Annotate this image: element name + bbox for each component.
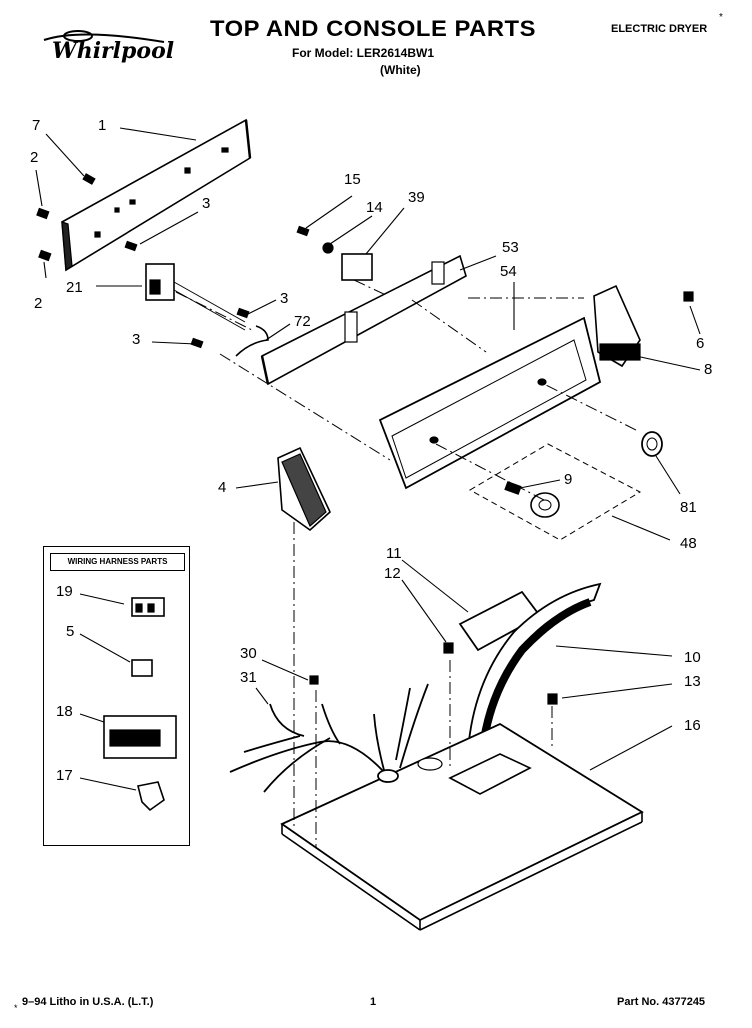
callout-13: 13 (684, 673, 701, 690)
knob-assembly-part (468, 443, 642, 541)
callout-arrows (35, 127, 701, 791)
callout-53: 53 (502, 239, 519, 256)
callout-16: 16 (684, 717, 701, 734)
end-cap-right-part (593, 284, 641, 368)
console-panel-part (378, 316, 602, 490)
callout-81: 81 (680, 499, 697, 516)
callout-39: 39 (408, 189, 425, 206)
wire-harness-part (229, 683, 429, 793)
wiring-harness-inset: WIRING HARNESS PARTS (43, 546, 190, 846)
callout-5: 5 (66, 623, 75, 640)
callout-2b: 2 (34, 295, 43, 312)
callout-3a: 3 (202, 195, 211, 212)
callout-72: 72 (294, 313, 311, 330)
model-line: For Model: LER2614BW1 (292, 46, 435, 60)
knob-part (641, 431, 663, 457)
color-line: (White) (380, 63, 421, 77)
callout-31: 31 (240, 669, 257, 686)
whirlpool-logo: Whirlpool (40, 26, 174, 70)
footer-mark: * (14, 1003, 18, 1013)
callout-17: 17 (56, 767, 73, 784)
callout-3b: 3 (280, 290, 289, 307)
page-number: 1 (370, 996, 377, 1008)
top-panel-part (280, 722, 644, 931)
callout-7: 7 (32, 117, 41, 134)
brand-name: Whirlpool (52, 38, 175, 64)
callout-15: 15 (344, 171, 361, 188)
switch-part (322, 242, 373, 281)
callout-11: 11 (386, 545, 402, 562)
inset-parts (103, 597, 177, 812)
timer-bracket-part (145, 263, 246, 331)
console-rail-part (260, 254, 467, 386)
page-title: TOP AND CONSOLE PARTS (210, 16, 536, 41)
rear-panel-part (61, 118, 252, 272)
product-type: ELECTRIC DRYER (611, 23, 708, 35)
callout-2a: 2 (30, 149, 39, 166)
callout-21: 21 (66, 279, 83, 296)
callout-10: 10 (684, 649, 701, 666)
callout-12: 12 (384, 565, 401, 582)
callout-14: 14 (366, 199, 383, 216)
callout-4: 4 (218, 479, 227, 496)
end-cap-left-part (277, 446, 331, 532)
callout-3c: 3 (132, 331, 141, 348)
wire-part (235, 325, 269, 357)
callout-9: 9 (564, 471, 573, 488)
callout-1: 1 (98, 117, 107, 134)
callout-48: 48 (680, 535, 697, 552)
leader-lines (175, 279, 637, 848)
part-number: Part No. 4377245 (617, 996, 706, 1008)
screw-parts (36, 173, 694, 705)
callout-30: 30 (240, 645, 257, 662)
inset-title: WIRING HARNESS PARTS (50, 553, 185, 571)
logo-swoosh-icon (43, 30, 165, 43)
callout-19: 19 (56, 583, 73, 600)
callout-6: 6 (696, 335, 705, 352)
corner-mark: * (719, 12, 723, 23)
callout-18: 18 (56, 703, 73, 720)
callout-8: 8 (704, 361, 713, 378)
footer-litho: 9–94 Litho in U.S.A. (L.T.) (22, 996, 154, 1008)
callout-54: 54 (500, 263, 517, 280)
